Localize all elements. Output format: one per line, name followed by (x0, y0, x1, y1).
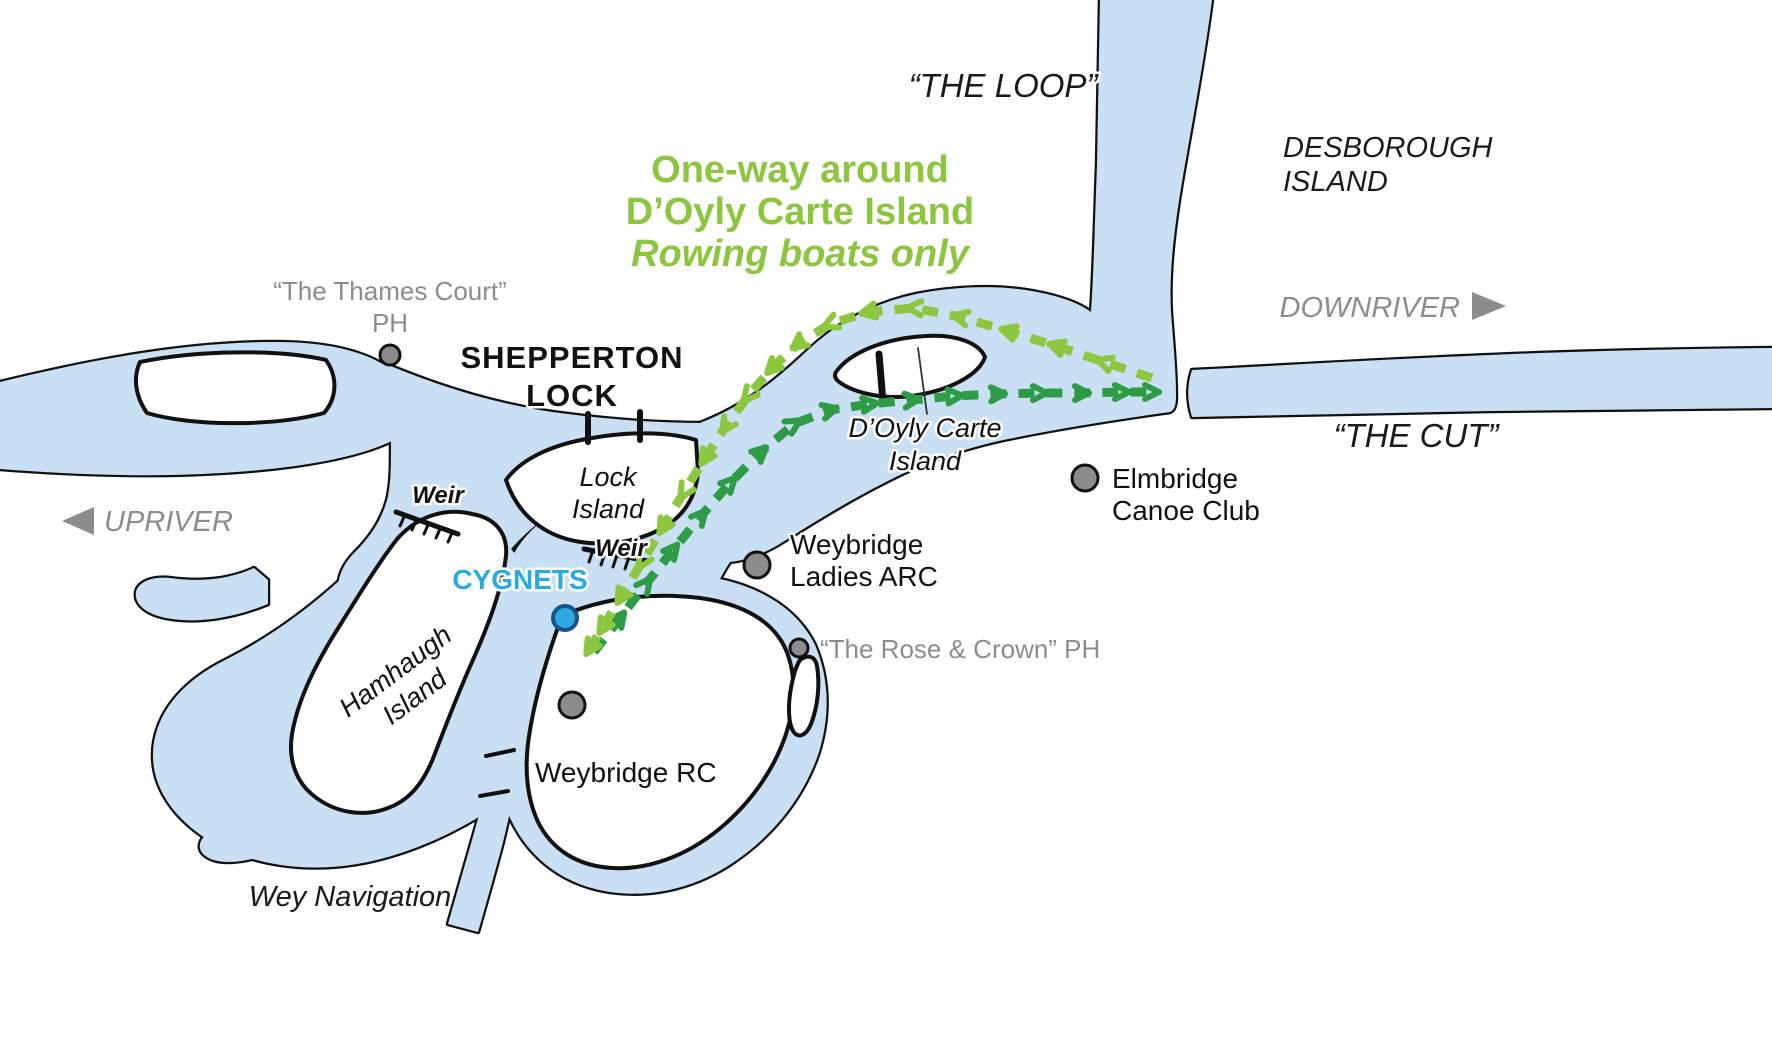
downriver-arrow-icon (1472, 292, 1506, 320)
label-desborough-line1: DESBOROUGH (1283, 132, 1493, 164)
label-upriver: UPRIVER (104, 506, 233, 538)
label-shepperton-line1: SHEPPERTON (460, 340, 683, 375)
thames-court-dot (378, 343, 402, 367)
label-thames-court-line2: PH (372, 308, 408, 338)
water-fills (0, 0, 1772, 932)
heading-line1: One-way around (651, 149, 949, 191)
doyly-footbridge-icon (875, 350, 887, 406)
route-upstream-light-green (583, 298, 1154, 657)
heading-line2: D’Oyly Carte Island (626, 191, 974, 233)
left-river-island (133, 350, 337, 426)
water-creek-northwest (135, 568, 268, 621)
label-the-cut: “THE CUT” (1334, 417, 1501, 454)
water-wey-navigation (448, 738, 521, 932)
label-elmbridge-line2: Canoe Club (1112, 495, 1260, 526)
elmbridge-canoe-dot (1070, 463, 1100, 493)
label-lock-island-line2: Island (572, 494, 645, 524)
label-weybridge-ladies-line2: Ladies ARC (790, 561, 938, 592)
label-doyly-line1: D’Oyly Carte (848, 413, 1001, 443)
rose-crown-islet (786, 654, 821, 738)
label-doyly-line2: Island (889, 446, 962, 476)
label-thames-court-line1: “The Thames Court” (273, 276, 507, 306)
label-elmbridge-line1: Elmbridge (1112, 463, 1238, 494)
label-wey-navigation: Wey Navigation (249, 881, 452, 913)
label-the-loop: “THE LOOP” (909, 67, 1100, 104)
label-rose-crown: “The Rose & Crown” PH (820, 634, 1100, 664)
upriver-arrow-icon (62, 507, 94, 535)
hamhaugh-island (289, 509, 509, 815)
rose-crown-dot (788, 637, 810, 659)
cygnets-dot (551, 604, 579, 632)
label-weybridge-ladies-line1: Weybridge (790, 529, 923, 560)
water-creek-southwest (199, 806, 312, 862)
poi-dots (378, 343, 1100, 720)
weybridge-rc-dot (557, 690, 587, 720)
label-desborough-line2: ISLAND (1283, 166, 1388, 198)
weybridge-ladies-dot (742, 550, 772, 580)
label-lock-island-line1: Lock (579, 462, 638, 492)
weir-upper-icon (393, 509, 461, 544)
water-cut (1188, 348, 1772, 417)
label-cygnets: CYGNETS (452, 564, 587, 595)
label-weybridge-rc: Weybridge RC (535, 757, 717, 788)
heading-line3: Rowing boats only (631, 233, 971, 275)
label-downriver: DOWNRIVER (1280, 292, 1461, 324)
label-shepperton-line2: LOCK (526, 378, 618, 413)
wey-lock-icon (478, 748, 516, 798)
label-weir-upper: Weir (412, 482, 465, 509)
label-weir-lower: Weir (595, 535, 648, 562)
